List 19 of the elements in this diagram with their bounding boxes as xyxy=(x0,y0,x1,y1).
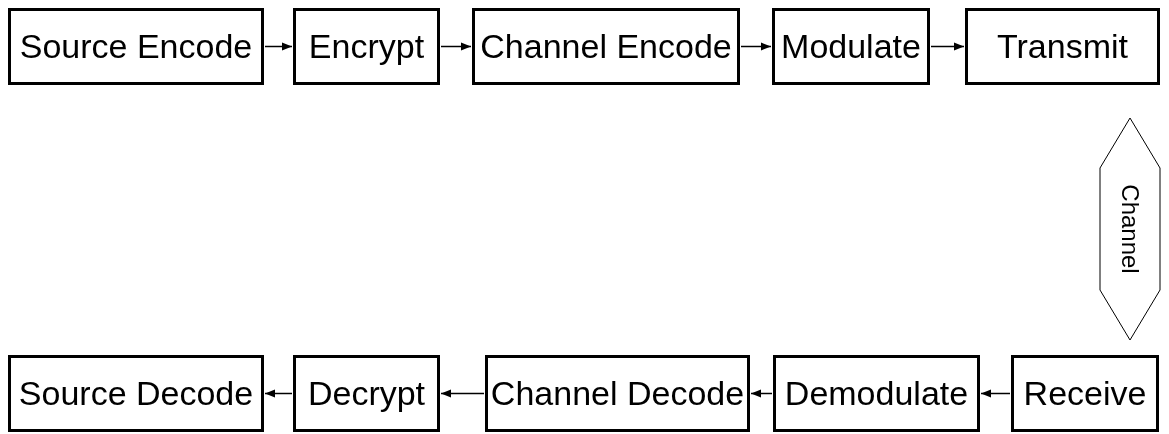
arrow xyxy=(930,42,965,51)
arrow xyxy=(750,389,773,398)
process-box: Channel Decode xyxy=(485,355,750,432)
channel-label: Channel xyxy=(1116,184,1144,274)
process-box: Modulate xyxy=(772,8,930,85)
arrow xyxy=(264,42,293,51)
arrow xyxy=(740,42,772,51)
process-box: Source Encode xyxy=(8,8,264,85)
process-box: Encrypt xyxy=(293,8,440,85)
arrow xyxy=(264,389,293,398)
process-box: Source Decode xyxy=(8,355,264,432)
process-box: Transmit xyxy=(965,8,1160,85)
process-box: Demodulate xyxy=(773,355,980,432)
process-box: Channel Encode xyxy=(472,8,740,85)
arrow xyxy=(980,389,1011,398)
process-box: Receive xyxy=(1011,355,1159,432)
process-box: Decrypt xyxy=(293,355,440,432)
arrow xyxy=(440,42,472,51)
arrow xyxy=(440,389,485,398)
